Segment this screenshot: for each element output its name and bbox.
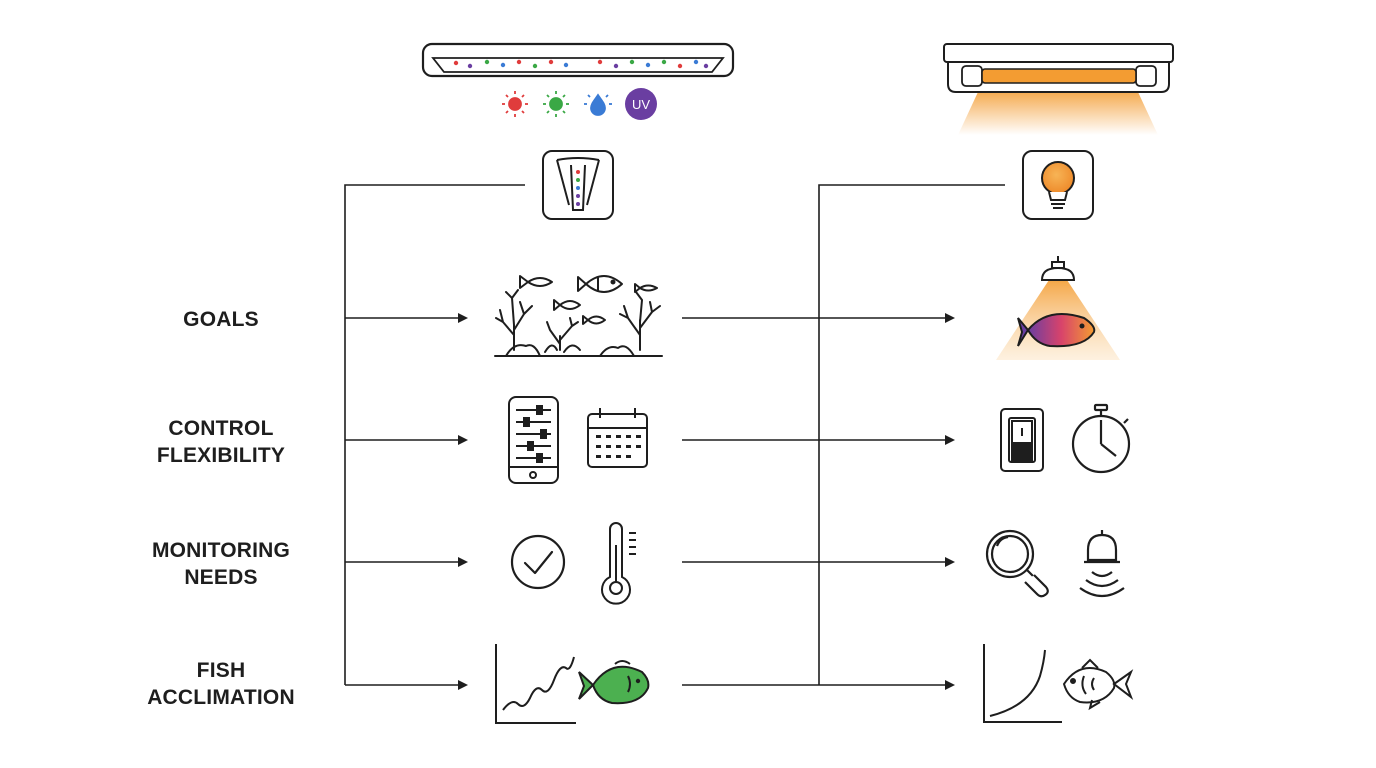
heat-lamp-fixture-icon <box>943 43 1174 135</box>
stopwatch-icon <box>1071 403 1131 474</box>
thermometer-icon <box>601 522 636 605</box>
left-flow-lines <box>344 184 525 690</box>
outline-fish-icon <box>1062 658 1134 711</box>
right-flow-lines <box>682 184 1005 690</box>
row-label-goals-line-1: GOALS <box>183 308 259 331</box>
on-off-switch-icon <box>1000 408 1044 472</box>
row-label-fish-line-2: ACCLIMATION <box>147 686 295 709</box>
red-light-icon <box>502 91 528 117</box>
magnifier-icon <box>985 529 1049 598</box>
row-label-control-line-2: FLEXIBILITY <box>156 444 286 467</box>
checkmark-circle-icon <box>510 534 566 590</box>
led-light-bar-icon <box>421 42 735 78</box>
alarm-bell-icon <box>1079 530 1125 598</box>
gradual-ramp-chart-icon <box>495 644 576 724</box>
row-label-control-line-1: CONTROL <box>168 417 274 440</box>
row-label-monitoring-needs: MONITORING NEEDS <box>111 537 331 591</box>
blue-drop-light-icon <box>584 93 612 116</box>
exponential-curve-chart-icon <box>983 644 1062 723</box>
row-label-fish-acclimation: FISH ACCLIMATION <box>111 657 331 711</box>
row-label-control-flexibility: CONTROL FLEXIBILITY <box>111 415 331 469</box>
calendar-icon <box>587 408 648 468</box>
right-trunk-line <box>818 184 1005 685</box>
row-label-goals: GOALS <box>111 306 331 333</box>
uv-badge-icon: UV <box>625 88 657 120</box>
row-label-monitoring-line-2: NEEDS <box>184 566 258 589</box>
light-bulb-app-icon <box>1022 150 1094 220</box>
spotlight-fish-icon <box>996 256 1120 360</box>
green-light-icon <box>543 91 569 117</box>
left-trunk-line <box>344 184 525 685</box>
uv-badge-label: UV <box>632 97 650 112</box>
row-label-monitoring-line-1: MONITORING <box>151 539 291 562</box>
row-label-fish-line-1: FISH <box>196 659 246 682</box>
led-spectrum-app-icon <box>542 150 614 220</box>
coral-reef-fish-icon <box>494 275 663 357</box>
green-fish-icon <box>578 660 650 705</box>
smartphone-sliders-icon <box>508 396 559 484</box>
